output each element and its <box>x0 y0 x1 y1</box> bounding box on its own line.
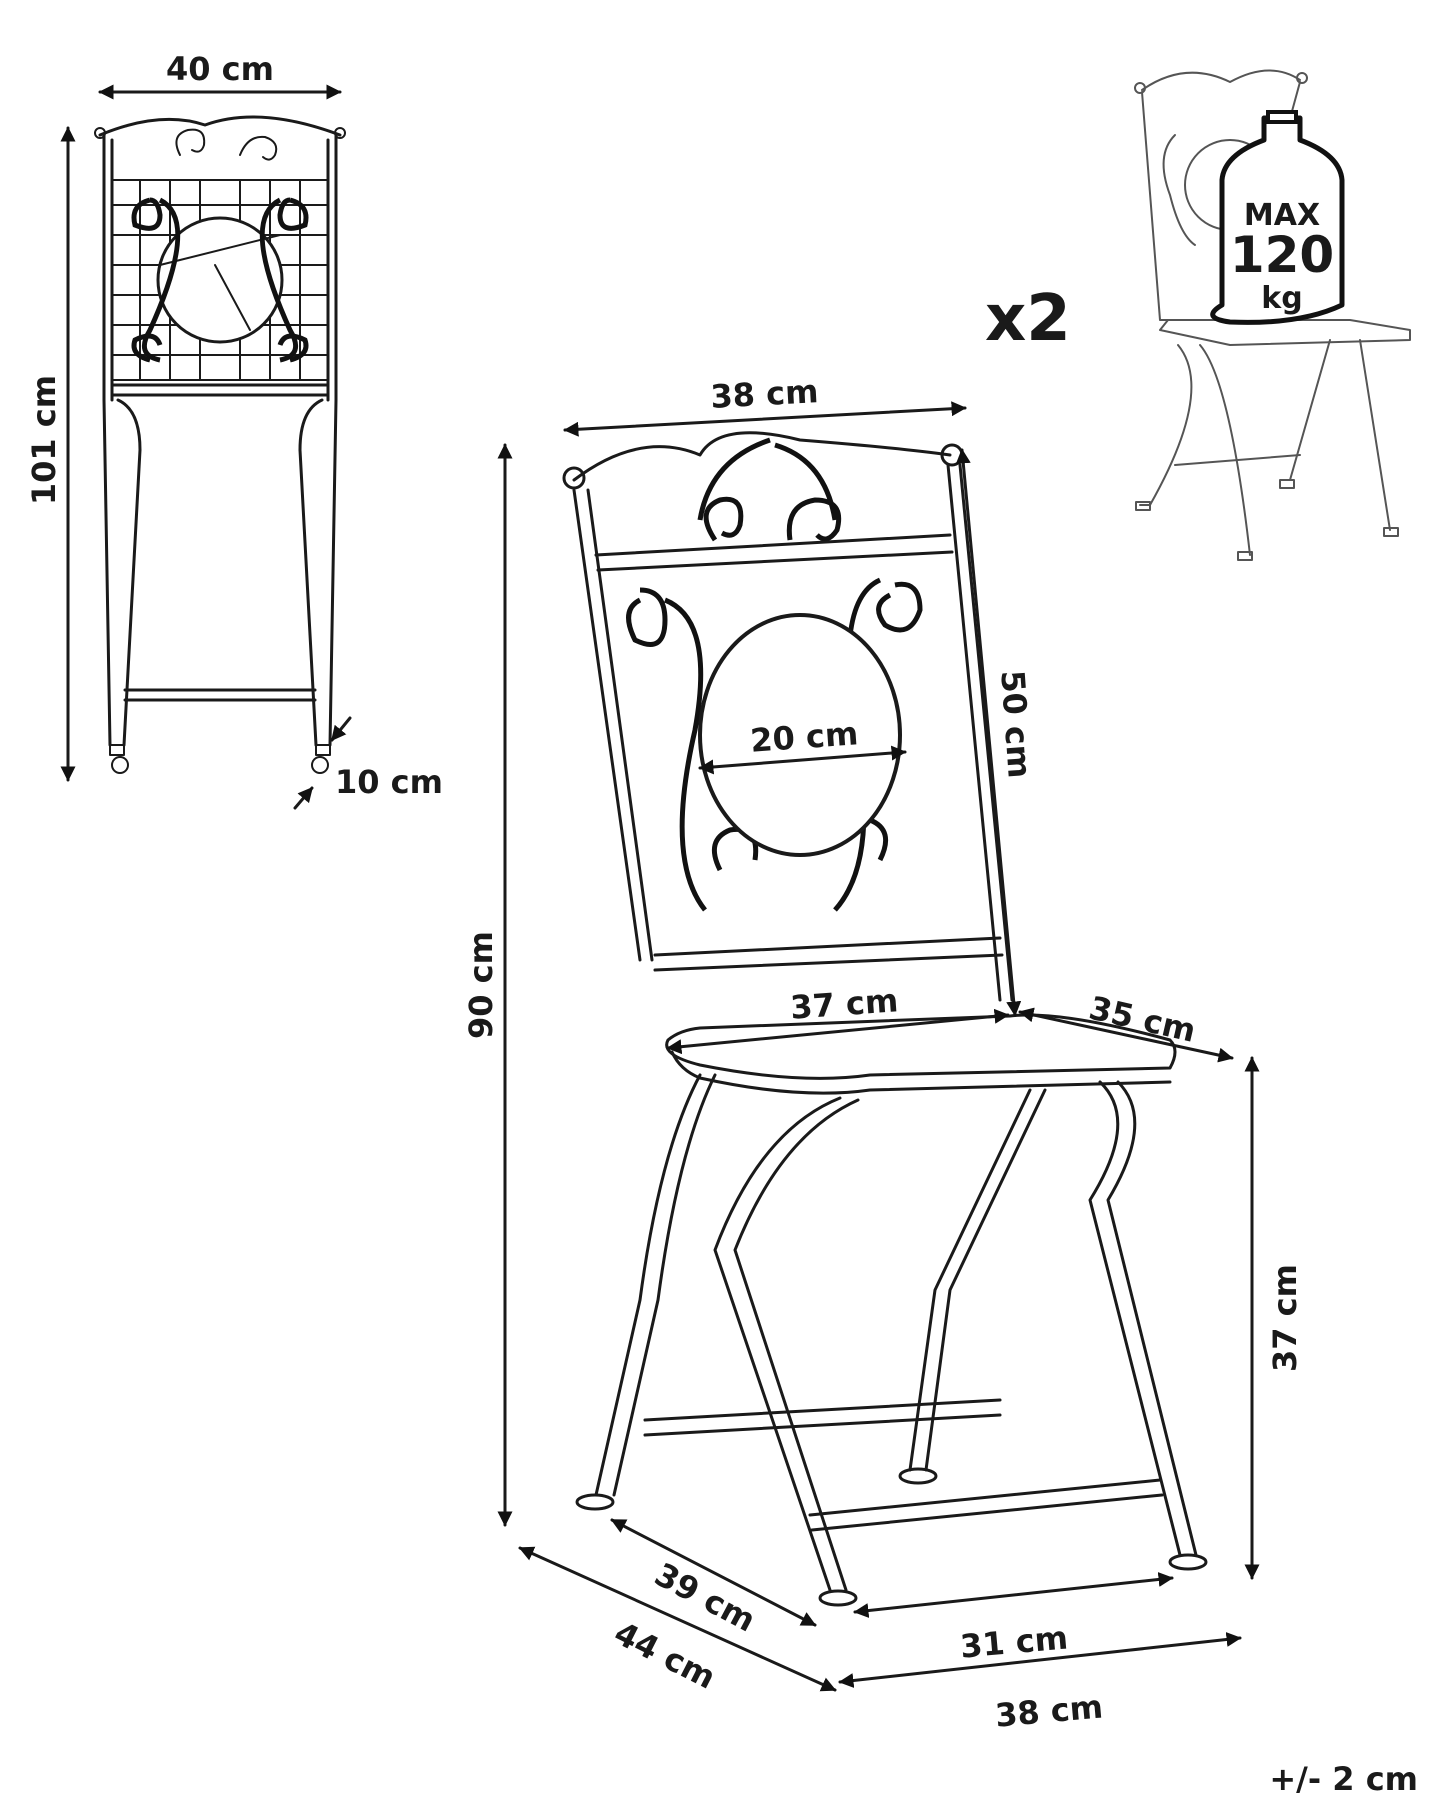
seat-width-arrow-icon <box>666 1008 1010 1055</box>
base-inner-width-arrow-icon <box>853 1571 1174 1619</box>
base-outer-width-arrow-icon <box>838 1632 1242 1688</box>
folded-chair-drawing <box>94 115 346 774</box>
max-label: MAX <box>1244 198 1320 233</box>
base-outer-width-label: 38 cm <box>994 1687 1105 1734</box>
mosaic-diameter-label: 20 cm <box>749 714 859 759</box>
base-outer-depth-arrow-icon <box>518 1546 837 1692</box>
max-unit-label: kg <box>1261 281 1302 316</box>
base-outer-depth-label: 44 cm <box>608 1614 721 1697</box>
max-value-label: 120 <box>1230 226 1334 284</box>
folded-depth-arrow-top-icon <box>330 716 352 742</box>
weight-icon: MAX 120 kg <box>1210 110 1345 325</box>
back-width-label: 38 cm <box>710 372 820 416</box>
total-height-label: 90 cm <box>462 931 500 1039</box>
folded-height-label: 101 cm <box>25 375 63 505</box>
seat-depth-arrow-icon <box>1018 1007 1234 1063</box>
seat-height-label: 37 cm <box>1266 1264 1304 1372</box>
mosaic-diameter-arrow-icon <box>698 745 907 775</box>
back-width-arrow-icon <box>563 401 967 437</box>
seat-width-label: 37 cm <box>789 981 899 1026</box>
back-height-arrow-icon <box>955 448 1022 1017</box>
quantity-label: x2 <box>985 282 1071 356</box>
main-chair-drawing <box>562 431 1208 1607</box>
folded-depth-arrow-bottom-icon <box>293 786 314 810</box>
back-height-label: 50 cm <box>993 669 1038 779</box>
seat-depth-label: 35 cm <box>1086 989 1200 1050</box>
folded-depth-label: 10 cm <box>335 763 443 801</box>
folded-width-label: 40 cm <box>166 50 274 88</box>
tolerance-label: +/- 2 cm <box>1269 1760 1418 1798</box>
